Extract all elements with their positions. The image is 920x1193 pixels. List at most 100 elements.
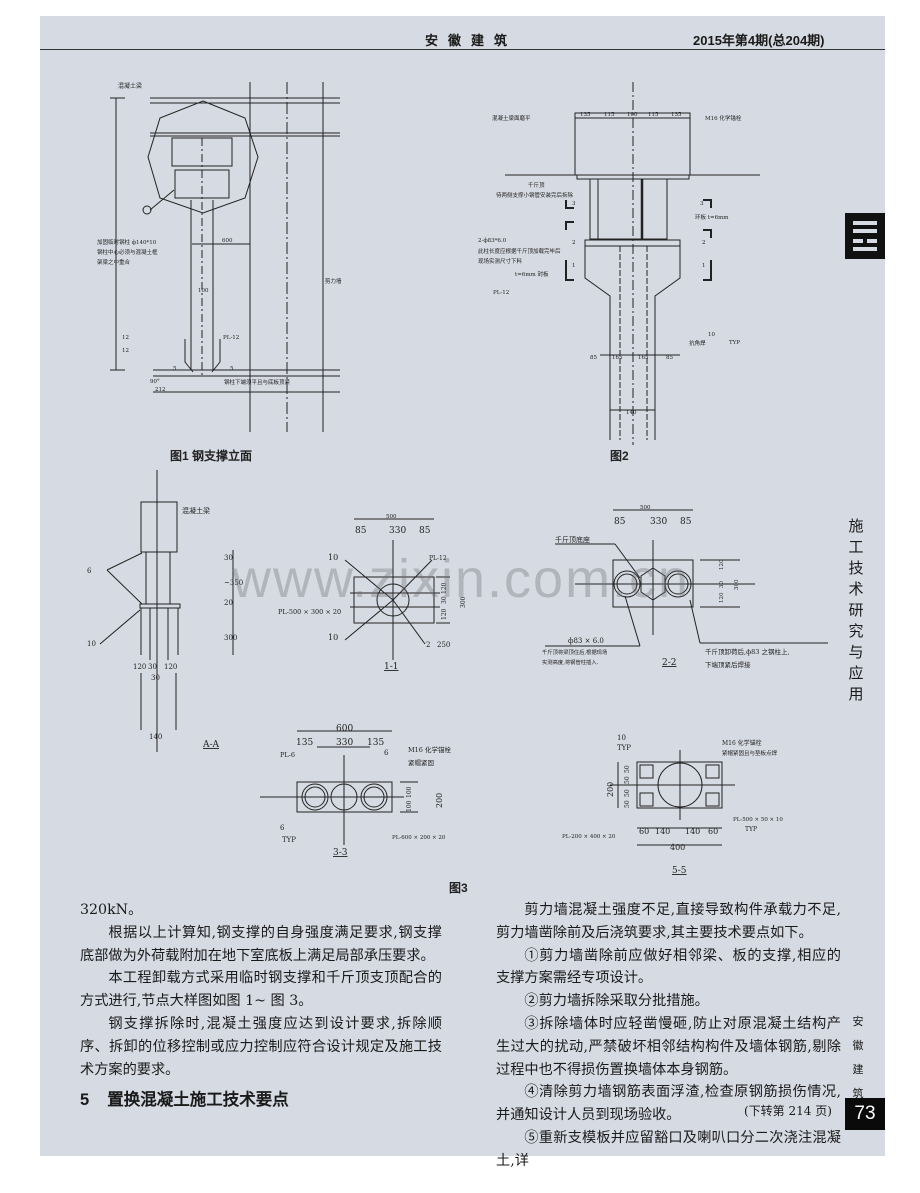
paragraph: 根据以上计算知,钢支撑的自身强度满足要求,钢支撑底部做为外荷载附加在地下室底板上…	[80, 924, 442, 964]
fig2-label: 抗角焊	[689, 339, 706, 347]
figure-1-steel-support-elevation: 混凝土梁 加固临时钢柱 ф140*10 钢柱中心必须与混凝土框 架梁之中重合 6…	[97, 82, 342, 463]
paragraph: 320kN。	[80, 902, 143, 918]
fig2-label: t=6mm 封板	[515, 270, 549, 278]
fig1-label: 12	[122, 335, 129, 341]
fig1-label: 100	[198, 288, 209, 294]
fig2-label: 此柱长度应根据千斤顶加载完毕后	[478, 247, 561, 255]
s55-dim: 50	[624, 800, 631, 808]
fig2-label: 10	[708, 332, 715, 338]
s11-label: 250	[437, 641, 450, 649]
fig2-section-mark: 2	[702, 240, 706, 246]
fig1-label: 加固临时钢柱 ф140*10	[97, 238, 157, 246]
s22-label: 下端顶紧后焊接	[705, 660, 751, 669]
s33-label: 紧帽紧固	[408, 758, 434, 767]
s55-label: 紧帽紧固且与垫板点焊	[722, 749, 778, 757]
fig1-label: 钢柱下端须平且与底板顶紧	[224, 378, 291, 386]
fig2-dim: 85	[590, 355, 597, 361]
aa-dim: 120	[164, 663, 177, 671]
s55-label: PL-200 × 400 × 20	[562, 834, 616, 840]
s22-label: ф83 × 6.0	[568, 637, 604, 645]
aa-dim: 20	[224, 599, 233, 607]
paragraph: ②剪力墙拆除采取分批措施。	[524, 993, 709, 1010]
s33-title: 3-3	[333, 848, 348, 858]
s55-dim: 50	[624, 789, 631, 797]
paragraph: 剪力墙混凝土强度不足,直接导致构件承载力不足,剪力墙凿除前及后浇筑要求,其主要技…	[496, 902, 841, 941]
s55-dim: 140	[655, 827, 670, 836]
s22-label: 千斤顶卸荷后,ф83 之钢柱上,	[705, 647, 790, 656]
s11-dim: 30	[441, 596, 448, 604]
s22-label: 千斤顶底座	[555, 535, 590, 544]
fig2-label: 现场实测尺寸下料	[478, 257, 523, 265]
fig1-label: 5	[230, 366, 234, 372]
s22-label: 千斤顶将梁顶住后,根据现场	[542, 648, 607, 656]
s55-label: PL-500 × 50 × 10	[733, 817, 783, 823]
section-title: 置换混凝土施工技术要点	[107, 1091, 289, 1109]
fig1-label: 5	[173, 366, 177, 372]
right-column-text: 剪力墙混凝土强度不足,直接导致构件承载力不足,剪力墙凿除前及后浇筑要求,其主要技…	[496, 899, 841, 1173]
fig2-dim: 165	[612, 355, 623, 361]
section-a-a: 混凝土梁 6 10 30 ~350 20 300 120 30 120 30 1…	[87, 470, 243, 752]
fig2-section-mark: 3	[572, 201, 576, 207]
fig1-label: 212	[155, 387, 166, 393]
s11-dim: 500	[386, 514, 397, 520]
issue-info: 2015年第4期(总204期)	[693, 33, 825, 48]
s11-dim: 85	[419, 526, 431, 536]
paragraph: ①剪力墙凿除前应做好相邻梁、板的支撑,相应的支撑方案需经专项设计。	[496, 947, 841, 987]
fig2-dim: 100	[627, 112, 638, 118]
s33-label: 6	[384, 749, 389, 757]
figure-3-caption: 图3	[449, 881, 468, 895]
s22-title: 2-2	[662, 658, 677, 668]
section-number: 5	[80, 1091, 90, 1109]
fig2-section-mark: 1	[702, 263, 706, 269]
s11-title: 1-1	[384, 662, 399, 672]
aa-dim: 30	[151, 674, 160, 682]
fig2-section-mark: 3	[700, 201, 704, 207]
s11-label: PL-12	[429, 555, 447, 562]
section-5-5: 10 TYP M16 化学锚栓 紧帽紧固且与垫板点焊 200 50 50 50 …	[562, 734, 783, 876]
fig2-label: TYP	[729, 340, 740, 346]
fig1-label: 600	[222, 238, 233, 244]
s22-dim: 300	[734, 579, 740, 590]
s33-dim: 135	[367, 738, 384, 748]
s22-dim: 120	[719, 559, 725, 570]
aa-title: A-A	[202, 740, 220, 750]
s55-dim: 400	[670, 843, 685, 852]
paragraph: 钢支撑拆除时,混凝土强度应达到设计要求,拆除顺序、拆卸的位移控制或应力控制应符合…	[80, 1015, 442, 1078]
left-column-text: 320kN。 根据以上计算知,钢支撑的自身强度满足要求,钢支撑底部做为外荷载附加…	[80, 899, 442, 1081]
fig1-label: 钢柱中心必须与混凝土框	[97, 248, 158, 256]
s55-dim: 140	[685, 827, 700, 836]
fig2-dim: 165	[638, 355, 649, 361]
s22-dim: 120	[719, 592, 725, 603]
s55-dim: 60	[708, 827, 718, 836]
aa-dim: 300	[224, 634, 237, 642]
figure-2-jack-detail: 混凝土梁面磨平 M16 化学锚栓 135 115 100 115 135 千斤顶…	[478, 82, 760, 463]
s11-dim: 120	[441, 608, 448, 620]
fig1-label: 剪力墙	[325, 277, 342, 285]
journal-name-vertical: 安徽建筑	[852, 1015, 864, 1100]
journal-title: 安徽建筑	[425, 33, 518, 48]
fig2-dim: 135	[580, 112, 591, 118]
s11-label: 10	[328, 553, 338, 562]
s55-label: M16 化学锚栓	[722, 739, 762, 747]
column-logo-icon	[845, 213, 885, 259]
aa-dim: 30	[224, 554, 233, 562]
s33-label: 6	[280, 824, 285, 832]
s33-label: PL-6	[280, 751, 295, 759]
s22-dim: 85	[614, 517, 626, 527]
s22-dim: 330	[650, 517, 667, 527]
fig2-dim: 115	[604, 112, 615, 118]
section-1-1: 500 85 330 85 10 PL-12 PL-500 × 300 × 20…	[278, 514, 467, 672]
s55-label: TYP	[617, 744, 631, 752]
s33-label: TYP	[282, 836, 296, 844]
s55-label: 10	[617, 734, 626, 742]
aa-dim: 120	[133, 663, 146, 671]
fig1-label: 混凝土梁	[118, 82, 142, 90]
fig2-label: 混凝土梁面磨平	[492, 114, 531, 122]
figure-2-caption: 图2	[610, 449, 629, 463]
s11-dim: 120	[441, 582, 448, 594]
s55-dim: 200	[606, 782, 615, 797]
fig2-section-mark: 2	[572, 240, 576, 246]
fig2-dim: 85	[666, 355, 673, 361]
fig1-label: PL-12	[223, 335, 239, 341]
